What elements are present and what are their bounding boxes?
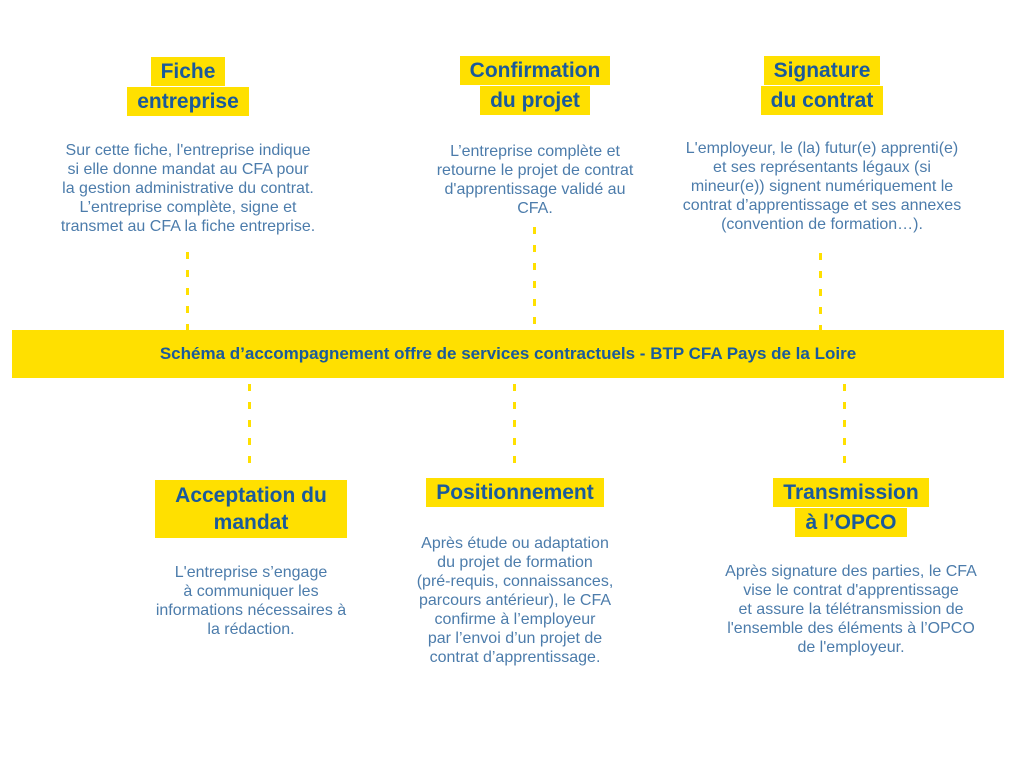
step-positionnement: Positionnement Après étude ou adaptation…	[365, 478, 665, 667]
dashed-connector-transmission-opco	[843, 384, 846, 466]
dashed-connector-acceptation-du-mandat	[248, 384, 251, 466]
step-signature-du-contrat: Signature du contrat L'employeur, le (la…	[652, 56, 992, 234]
step-acceptation-du-mandat: Acceptation du mandat L'entreprise s’eng…	[101, 480, 401, 639]
banner-title: Schéma d’accompagnement offre de service…	[159, 344, 857, 363]
step-description: L’entreprise complète et retourne le pro…	[436, 143, 634, 217]
step-description: Après signature des parties, le CFA vise…	[725, 563, 977, 656]
dashed-connector-positionnement	[513, 384, 516, 466]
step-description: Après étude ou adaptation du projet de f…	[416, 535, 614, 666]
dashed-connector-confirmation-du-projet	[533, 227, 536, 330]
step-title: Confirmation du projet	[385, 56, 685, 116]
dashed-connector-signature-du-contrat	[819, 253, 822, 330]
step-title: Fiche entreprise	[18, 57, 358, 117]
step-description: L'employeur, le (la) futur(e) apprenti(e…	[682, 140, 962, 233]
dashed-connector-fiche-entreprise	[186, 252, 189, 330]
step-confirmation-du-projet: Confirmation du projet L’entreprise comp…	[385, 56, 685, 218]
step-title-highlight: Transmission à l’OPCO	[773, 478, 929, 537]
step-transmission-opco: Transmission à l’OPCO Après signature de…	[691, 478, 1011, 657]
step-title: Signature du contrat	[652, 56, 992, 116]
step-description: Sur cette fiche, l'entreprise indique si…	[60, 142, 316, 235]
step-title-highlight: Signature du contrat	[760, 56, 884, 115]
step-title: Positionnement	[365, 478, 665, 508]
step-description: L'entreprise s’engage à communiquer les …	[155, 564, 347, 638]
banner: Schéma d’accompagnement offre de service…	[12, 330, 1004, 378]
step-title: Transmission à l’OPCO	[691, 478, 1011, 538]
step-title-highlight: Confirmation du projet	[459, 56, 611, 115]
step-title: Acceptation du mandat	[101, 480, 401, 538]
step-title-highlight: Fiche entreprise	[127, 57, 249, 116]
step-title-highlight: Acceptation du mandat	[155, 480, 347, 538]
step-fiche-entreprise: Fiche entreprise Sur cette fiche, l'entr…	[18, 57, 358, 236]
step-title-highlight: Positionnement	[426, 478, 604, 507]
